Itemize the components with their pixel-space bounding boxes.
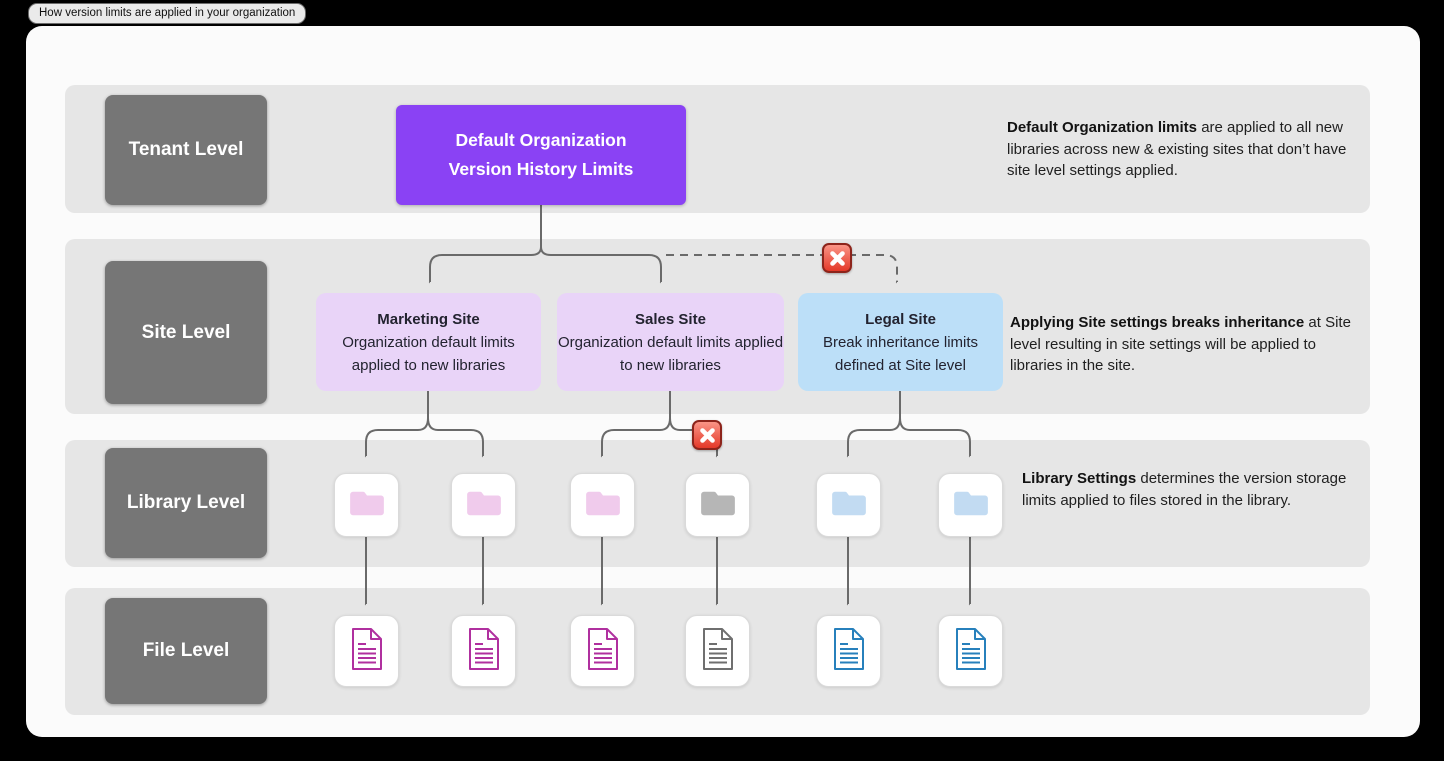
org-box-line2: Version History Limits xyxy=(448,159,634,179)
legal-site-node: Legal Site Break inheritance limits defi… xyxy=(798,293,1003,391)
red-x-icon xyxy=(692,420,722,450)
folder-icon xyxy=(348,488,386,523)
org-box-line1: Default Organization xyxy=(455,130,627,150)
folder-icon xyxy=(952,488,990,523)
tenant-description-rest: are applied to all new libraries across … xyxy=(1007,119,1347,179)
file-card xyxy=(816,615,881,687)
file-card xyxy=(685,615,750,687)
library-card xyxy=(685,473,750,537)
site-description-bold: Applying Site settings breaks inheritanc… xyxy=(1010,314,1305,331)
sales-site-body: Organization default limits applied to n… xyxy=(557,333,784,374)
legal-site-body: Break inheritance limits defined at Site… xyxy=(822,333,979,374)
legal-site-title: Legal Site xyxy=(865,310,936,328)
tenant-description-bold: Default Organization limits xyxy=(1007,119,1198,136)
site-description-rest: at Site level resulting in site settings… xyxy=(1010,314,1351,374)
marketing-site-body: Organization default limits applied to n… xyxy=(342,333,515,374)
site-level-description: Applying Site settings breaks inheritanc… xyxy=(1010,312,1370,377)
diagram-canvas: Tenant Level Site Level Library Level Fi… xyxy=(26,26,1420,737)
document-icon xyxy=(467,627,501,676)
folder-icon xyxy=(699,488,737,523)
tenant-level-band xyxy=(65,85,1370,213)
library-card xyxy=(938,473,1003,537)
document-icon xyxy=(954,627,988,676)
file-level-label: File Level xyxy=(105,598,267,704)
folder-icon xyxy=(584,488,622,523)
file-card xyxy=(938,615,1003,687)
file-card xyxy=(334,615,399,687)
library-card xyxy=(570,473,635,537)
document-icon xyxy=(350,627,384,676)
site-level-label: Site Level xyxy=(105,261,267,404)
folder-icon xyxy=(830,488,868,523)
library-card xyxy=(451,473,516,537)
library-description-rest: determines the version storage limits ap… xyxy=(1022,470,1347,509)
marketing-site-node: Marketing Site Organization default limi… xyxy=(316,293,541,391)
library-level-description: Library Settings determines the version … xyxy=(1022,468,1370,511)
sales-site-node: Sales Site Organization default limits a… xyxy=(557,293,784,391)
default-organization-limits-node: Default Organization Version History Lim… xyxy=(396,105,686,205)
file-card xyxy=(451,615,516,687)
tenant-level-label: Tenant Level xyxy=(105,95,267,205)
library-card xyxy=(816,473,881,537)
library-level-label: Library Level xyxy=(105,448,267,558)
document-icon xyxy=(701,627,735,676)
folder-icon xyxy=(465,488,503,523)
library-card xyxy=(334,473,399,537)
sales-site-title: Sales Site xyxy=(635,310,706,328)
red-x-icon xyxy=(822,243,852,273)
document-icon xyxy=(586,627,620,676)
marketing-site-title: Marketing Site xyxy=(377,310,480,328)
file-card xyxy=(570,615,635,687)
window-title-tooltip: How version limits are applied in your o… xyxy=(28,3,307,24)
library-description-bold: Library Settings xyxy=(1022,470,1137,487)
tenant-level-description: Default Organization limits are applied … xyxy=(1007,117,1365,182)
document-icon xyxy=(832,627,866,676)
